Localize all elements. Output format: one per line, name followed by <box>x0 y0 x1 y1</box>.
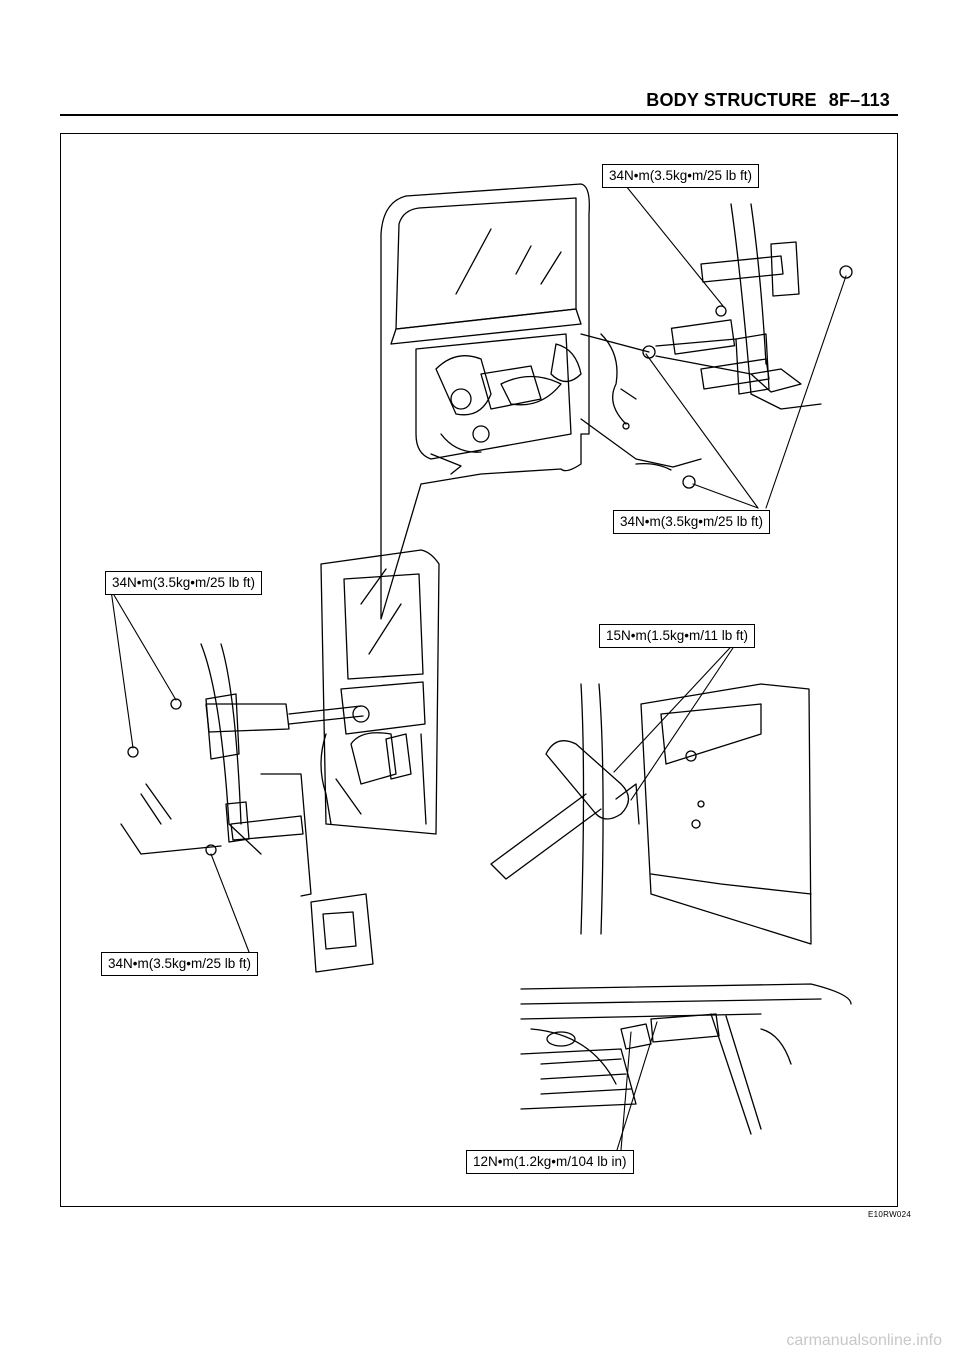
torque-label-rear-hammer: 12N•m(1.2kg•m/104 lb in) <box>466 1150 634 1174</box>
front-hinge-drawing <box>580 203 853 489</box>
torque-label-front-hinge-lower: 34N•m(3.5kg•m/25 lb ft) <box>613 510 771 534</box>
watermark: carmanualsonline.info <box>786 1332 942 1349</box>
illustration-frame: 34N•m(3.5kg•m/25 lb ft) 34N•m(3.5kg•m/25… <box>60 133 898 1207</box>
hammer-front-drawing <box>490 683 812 945</box>
torque-label-front-hammer: 15N•m(1.5kg•m/11 lb ft) <box>599 624 756 648</box>
torque-label-rear-hinge-upper: 34N•m(3.5kg•m/25 lb ft) <box>105 571 263 595</box>
hammer-rear-drawing <box>520 983 852 1135</box>
front-door-drawing <box>380 183 637 620</box>
mid-left-leader-lines <box>110 589 250 953</box>
rear-hinge-drawing <box>120 643 374 973</box>
torque-label-front-hinge-upper: 34N•m(3.5kg•m/25 lb ft) <box>602 164 760 188</box>
top-leader-lines <box>625 185 847 509</box>
exploded-door-illustration <box>110 183 853 1151</box>
bottom-leader-lines <box>616 1021 658 1151</box>
torque-label-rear-hinge-lower: 34N•m(3.5kg•m/25 lb ft) <box>101 952 259 976</box>
section-title: BODY STRUCTURE <box>646 90 817 110</box>
figure-code: E10RW024 <box>868 1210 912 1219</box>
mid-right-leader-lines <box>613 635 742 801</box>
header-rule <box>60 114 898 116</box>
rear-door-drawing <box>320 549 440 835</box>
page-number: 8F–113 <box>828 90 890 110</box>
page-header: BODY STRUCTURE 8F–113 <box>646 90 890 111</box>
